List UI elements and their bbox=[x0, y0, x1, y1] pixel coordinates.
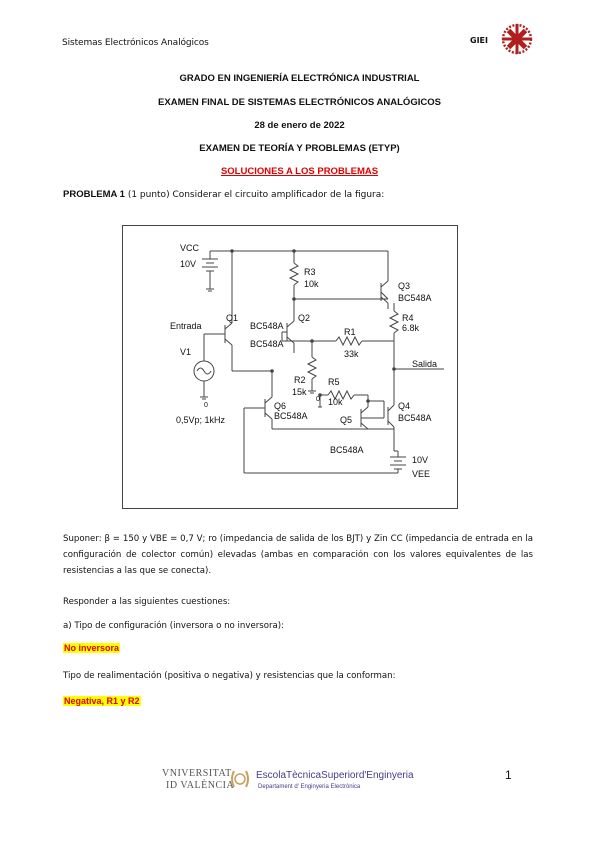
answer-b: Negativa, R1 y R2 bbox=[63, 696, 141, 706]
q3-model: BC548A bbox=[398, 293, 432, 303]
q2-model: BC548A bbox=[250, 339, 284, 349]
q6-label: Q6 bbox=[274, 401, 286, 411]
r4-value: 6.8k bbox=[402, 323, 420, 333]
source-value: 0,5Vp; 1kHz bbox=[176, 415, 226, 425]
r5-value: 10k bbox=[328, 397, 343, 407]
problem-text: (1 punto) Considerar el circuito amplifi… bbox=[127, 190, 385, 200]
r3-label: R3 bbox=[304, 267, 316, 277]
exam-title: EXAMEN FINAL DE SISTEMAS ELECTRÓNICOS AN… bbox=[158, 97, 441, 108]
exam-part: EXAMEN DE TEORÍA Y PROBLEMAS (ETYP) bbox=[199, 143, 400, 154]
solutions-heading: SOLUCIONES A LOS PROBLEMAS bbox=[220, 166, 379, 177]
vcc-label: VCC bbox=[180, 243, 200, 253]
problem-label: PROBLEMA 1 bbox=[63, 189, 125, 200]
degree-title: GRADO EN INGENIERÍA ELECTRÓNICA INDUSTRI… bbox=[179, 73, 420, 84]
input-label: Entrada bbox=[170, 321, 202, 331]
question-a: a) Tipo de configuración (inversora o no… bbox=[63, 621, 285, 631]
r4-label: R4 bbox=[402, 313, 414, 323]
school-name: EscolaTècnicaSuperiord'Enginyeria bbox=[256, 770, 414, 781]
department-name: Departament d' Enginyeria Electrònica bbox=[258, 784, 361, 790]
page-number: 1 bbox=[505, 768, 512, 782]
vcc-value: 10V bbox=[180, 259, 196, 269]
university-seal-icon bbox=[501, 23, 533, 55]
respond-instruction: Responder a las siguientes cuestiones: bbox=[63, 597, 231, 607]
answer-a: No inversora bbox=[63, 643, 121, 653]
q5-model: BC548A bbox=[330, 445, 364, 455]
source-label: V1 bbox=[180, 347, 191, 357]
q4-model: BC548A bbox=[398, 413, 432, 423]
problem-statement: PROBLEMA 1 (1 punto) Considerar el circu… bbox=[63, 189, 384, 200]
q1-label: Q1 bbox=[226, 313, 238, 323]
footer-logo: VNIVERSITAT ID VALÈNCIA EscolaTècnicaSup… bbox=[162, 766, 417, 802]
circuit-diagram: VCC 10V Entrada V1 0 0,5Vp; 1kHz Q1 BC54… bbox=[122, 225, 458, 509]
university-name-line1: VNIVERSITAT bbox=[162, 768, 232, 779]
q3-label: Q3 bbox=[398, 281, 410, 291]
q1-model: BC548A bbox=[250, 321, 284, 331]
r1-value: 33k bbox=[344, 349, 359, 359]
r2-label: R2 bbox=[294, 375, 306, 385]
header-course-title: Sistemas Electrónicos Analógicos bbox=[62, 38, 209, 48]
vee-label: VEE bbox=[412, 469, 430, 479]
university-name-line2: ID VALÈNCIA bbox=[166, 780, 235, 791]
exam-date: 28 de enero de 2022 bbox=[254, 120, 345, 131]
output-label: Salida bbox=[412, 359, 437, 369]
assumptions-paragraph: Suponer: β = 150 y VBE = 0,7 V; ro (impe… bbox=[63, 534, 533, 576]
r2-value: 15k bbox=[292, 387, 307, 397]
school-emblem-icon bbox=[231, 770, 249, 788]
vee-value: 10V bbox=[412, 455, 428, 465]
q5-label: Q5 bbox=[340, 415, 352, 425]
r1-label: R1 bbox=[344, 327, 356, 337]
ground-label: 0 bbox=[316, 396, 320, 403]
q4-label: Q4 bbox=[398, 401, 410, 411]
question-b: Tipo de realimentación (positiva o negat… bbox=[63, 671, 396, 681]
r3-value: 10k bbox=[304, 279, 319, 289]
r5-label: R5 bbox=[328, 377, 340, 387]
source-ground-label: 0 bbox=[204, 402, 208, 409]
q6-model: BC548A bbox=[274, 411, 308, 421]
header-degree-code: GIEI bbox=[470, 36, 488, 45]
q2-label: Q2 bbox=[298, 313, 310, 323]
